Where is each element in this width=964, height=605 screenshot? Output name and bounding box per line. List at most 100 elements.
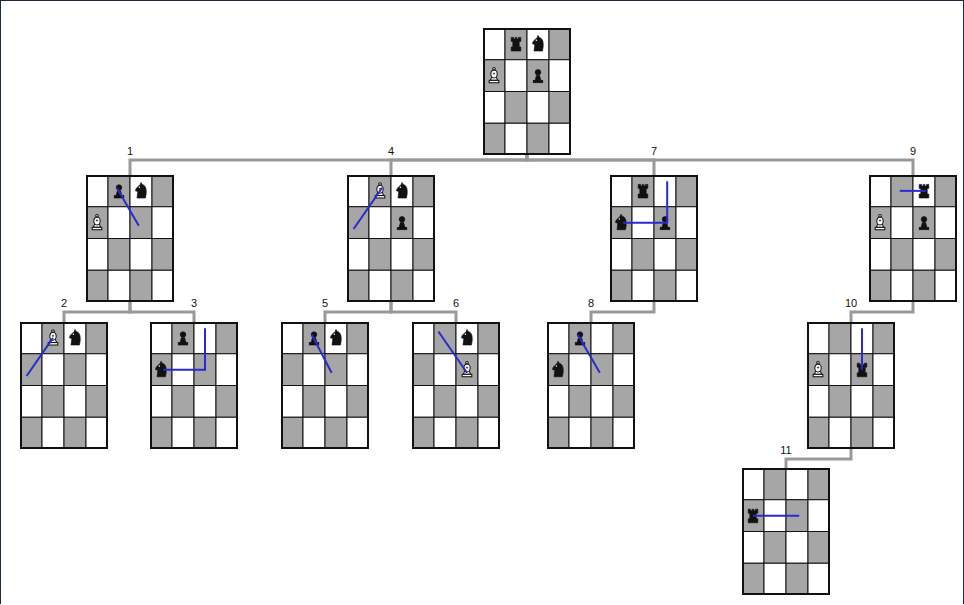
board-node: 1 xyxy=(86,175,174,302)
chess-board xyxy=(281,322,369,449)
chess-board xyxy=(610,175,698,302)
board-frame xyxy=(87,176,173,301)
chess-piece xyxy=(533,70,543,83)
board-frame xyxy=(151,323,237,448)
board-squares xyxy=(869,175,957,302)
board-squares xyxy=(281,322,369,449)
tree-connector xyxy=(591,302,654,322)
move-number: 9 xyxy=(910,145,916,157)
move-number: 4 xyxy=(388,145,394,157)
board-node: 5 xyxy=(281,322,369,449)
board-frame xyxy=(870,176,956,301)
board-squares xyxy=(610,175,698,302)
chess-piece xyxy=(919,217,929,230)
board-node: 4 xyxy=(347,175,435,302)
move-number: 11 xyxy=(780,444,791,456)
chess-piece xyxy=(489,68,499,83)
move-number: 3 xyxy=(191,297,197,309)
board-node: 6 xyxy=(412,322,500,449)
move-line xyxy=(623,181,667,222)
chess-piece xyxy=(511,37,521,51)
board-node: 7 xyxy=(610,175,698,302)
board-frame xyxy=(484,29,570,154)
move-number: 1 xyxy=(127,145,133,157)
move-line xyxy=(900,190,926,192)
board-squares xyxy=(20,322,108,449)
move-line xyxy=(163,328,205,369)
move-number: 8 xyxy=(588,297,594,309)
board-frame xyxy=(348,176,434,301)
chess-pieces xyxy=(461,329,472,376)
move-number: 6 xyxy=(453,297,459,309)
tree-connector xyxy=(527,155,654,175)
chess-pieces xyxy=(813,362,867,377)
board-frame xyxy=(808,323,894,448)
chess-board xyxy=(483,28,571,155)
chess-board xyxy=(347,175,435,302)
tree-connector xyxy=(64,302,130,322)
board-squares xyxy=(807,322,895,449)
chess-piece xyxy=(135,182,146,198)
chess-piece xyxy=(532,35,543,51)
move-number: 7 xyxy=(651,145,657,157)
board-squares xyxy=(742,468,830,595)
move-line xyxy=(354,188,383,229)
chess-piece xyxy=(92,215,102,230)
board-node: 9 xyxy=(869,175,957,302)
tree-connector xyxy=(786,449,851,468)
board-squares xyxy=(86,175,174,302)
move-line xyxy=(438,332,467,373)
chess-board xyxy=(547,322,635,449)
chess-piece xyxy=(552,361,563,377)
move-line xyxy=(312,335,332,373)
move-line xyxy=(861,328,863,369)
board-frame xyxy=(413,323,499,448)
chess-board xyxy=(412,322,500,449)
tree-connector xyxy=(130,155,527,175)
chess-pieces xyxy=(48,329,80,345)
chess-board xyxy=(807,322,895,449)
board-node: 10 xyxy=(807,322,895,449)
board-frame xyxy=(743,469,829,594)
board-node: 11 xyxy=(742,468,830,595)
move-number: 2 xyxy=(61,297,67,309)
tree-connector xyxy=(325,302,391,322)
board-squares xyxy=(347,175,435,302)
chess-piece xyxy=(813,362,823,377)
move-line xyxy=(578,335,600,373)
move-line xyxy=(117,188,139,226)
move-line xyxy=(753,515,799,517)
board-frame xyxy=(21,323,107,448)
move-line xyxy=(27,338,53,376)
board-squares xyxy=(547,322,635,449)
chess-piece xyxy=(396,182,407,198)
chess-piece xyxy=(330,329,341,345)
board-node xyxy=(483,28,571,155)
chess-board xyxy=(86,175,174,302)
chess-piece xyxy=(69,329,80,345)
board-frame xyxy=(548,323,634,448)
board-squares xyxy=(412,322,500,449)
board-frame xyxy=(282,323,368,448)
board-squares xyxy=(150,322,238,449)
chess-pieces xyxy=(875,184,929,229)
chess-pieces xyxy=(489,35,543,82)
tree-connector xyxy=(391,155,527,175)
chess-board xyxy=(150,322,238,449)
chess-pieces xyxy=(92,182,146,229)
board-node: 2 xyxy=(20,322,108,449)
tree-connector xyxy=(851,302,913,322)
board-node: 8 xyxy=(547,322,635,449)
chess-piece xyxy=(638,184,648,198)
chess-piece xyxy=(875,215,885,230)
board-squares xyxy=(483,28,571,155)
tree-connector xyxy=(527,155,913,175)
tree-connector xyxy=(130,302,194,322)
chess-piece xyxy=(397,217,407,230)
chess-board xyxy=(742,468,830,595)
chess-board xyxy=(869,175,957,302)
chess-piece xyxy=(178,332,188,345)
move-number: 10 xyxy=(845,297,857,309)
tree-connector xyxy=(391,302,456,322)
